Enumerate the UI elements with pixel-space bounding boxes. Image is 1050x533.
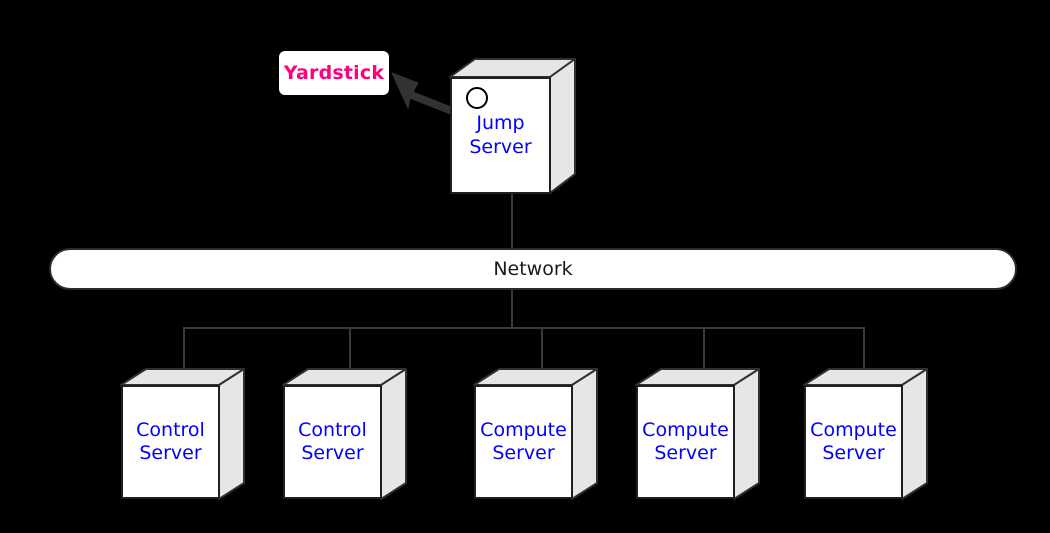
jump-server-label-line1: Jump	[476, 112, 525, 135]
jump-server-node[interactable]: Jump Server	[448, 57, 578, 195]
network-bar[interactable]: Network	[49, 248, 1017, 290]
node-5-label-line2: Server	[822, 442, 885, 464]
node-box-4[interactable]: Compute Server	[634, 367, 764, 502]
node-2-label-line1: Control	[298, 418, 367, 441]
jump-to-network-link	[511, 194, 513, 250]
node-1-label-line1: Control	[136, 418, 205, 441]
node-4-label-line1: Compute	[642, 418, 729, 441]
node-5-face: Compute Server	[804, 385, 903, 499]
node-box-2[interactable]: Control Server	[281, 367, 411, 502]
yardstick-label: Yardstick	[283, 62, 385, 84]
bus-drop-1	[183, 327, 185, 369]
node-3-label-line1: Compute	[480, 418, 567, 441]
node-box-3[interactable]: Compute Server	[472, 367, 602, 502]
bus-drop-4	[703, 327, 705, 369]
node-1-label-line2: Server	[139, 442, 202, 464]
node-2-label-line2: Server	[301, 442, 364, 464]
jump-server-face: Jump Server	[450, 77, 551, 194]
circle-port-icon	[466, 87, 488, 109]
bus-drop-5	[863, 327, 865, 369]
distribution-bus	[183, 327, 865, 329]
network-label: Network	[493, 258, 573, 280]
node-4-label-line2: Server	[654, 442, 717, 464]
node-4-face: Compute Server	[636, 385, 735, 499]
node-box-5[interactable]: Compute Server	[802, 367, 932, 502]
node-box-1[interactable]: Control Server	[119, 367, 249, 502]
node-3-face: Compute Server	[474, 385, 573, 499]
network-to-bus-link	[511, 290, 513, 328]
node-5-label-line1: Compute	[810, 418, 897, 441]
jump-server-label-line2: Server	[469, 135, 532, 158]
node-3-label-line2: Server	[492, 442, 555, 464]
node-2-face: Control Server	[283, 385, 382, 499]
bus-drop-2	[349, 327, 351, 369]
node-1-face: Control Server	[121, 385, 220, 499]
yardstick-box[interactable]: Yardstick	[279, 51, 389, 95]
bus-drop-3	[541, 327, 543, 369]
